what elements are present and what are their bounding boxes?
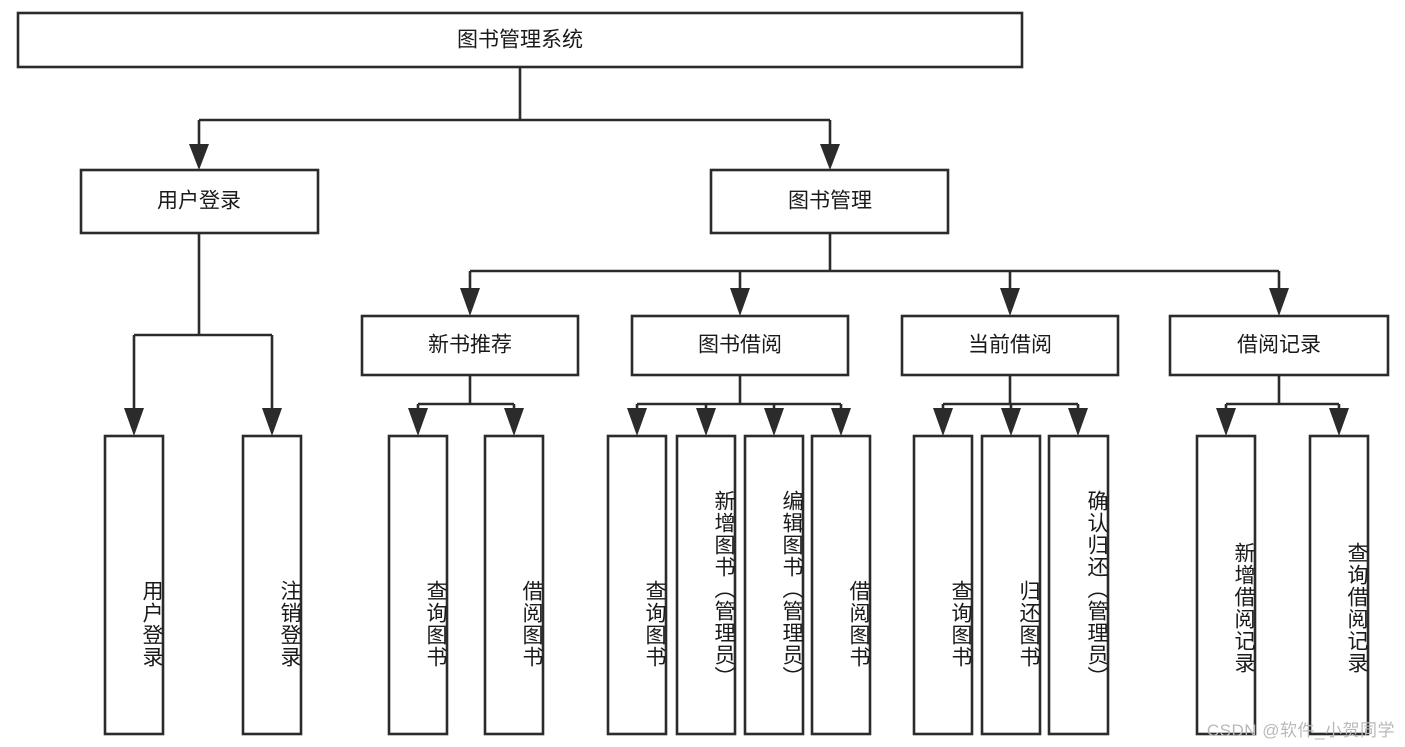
node-book-borrow-label: 图书借阅: [698, 334, 782, 357]
arrow-head-leaf-user-login: [124, 408, 144, 436]
node-borrow-record[interactable]: [1168, 314, 1390, 377]
node-root[interactable]: [16, 11, 1024, 69]
node-user-login[interactable]: [79, 168, 320, 235]
arrow-head-leaf-query-book-1: [408, 408, 428, 436]
connector-group-book-management: [460, 233, 1289, 316]
leaf-box-add-record[interactable]: [1195, 434, 1257, 736]
leaf-box-user-login[interactable]: [103, 434, 165, 736]
arrow-head-leaf-borrow-book-1: [504, 408, 524, 436]
leaf-box-borrow-book-1[interactable]: [483, 434, 545, 736]
arrow-head-leaf-logout: [262, 408, 282, 436]
connector-group-new-book-recommend: [408, 375, 524, 436]
arrow-head-new-book-recommend: [460, 288, 480, 316]
node-book-borrow[interactable]: [630, 314, 850, 377]
arrow-head-book-borrow: [730, 288, 750, 316]
node-new-book-recommend-label: 新书推荐: [428, 334, 512, 357]
arrow-head-leaf-add-book: [696, 408, 716, 436]
leaf-box-query-book-1[interactable]: [387, 434, 449, 736]
leaf-box-confirm-return[interactable]: [1047, 434, 1110, 736]
leaf-box-query-book-2[interactable]: [606, 434, 668, 736]
leaf-box-add-book[interactable]: [675, 434, 737, 736]
connector-group-user-login: [124, 233, 282, 436]
arrow-head-leaf-add-record: [1216, 408, 1236, 436]
node-root-label: 图书管理系统: [457, 29, 583, 52]
arrow-head-borrow-record: [1269, 288, 1289, 316]
connector-group-current-borrow: [933, 375, 1088, 436]
connector-group-book-borrow: [627, 375, 851, 436]
connector-group-borrow-record: [1216, 375, 1349, 436]
leaf-box-return-book[interactable]: [980, 434, 1042, 736]
arrow-head-leaf-borrow-book-2: [831, 408, 851, 436]
node-book-management-label: 图书管理: [788, 190, 872, 213]
leaf-box-query-record[interactable]: [1308, 434, 1370, 736]
node-current-borrow-label: 当前借阅: [968, 334, 1052, 357]
leaf-box-query-book-3[interactable]: [912, 434, 974, 736]
node-book-management[interactable]: [709, 168, 950, 235]
arrow-head-leaf-query-book-3: [933, 408, 953, 436]
connector-group-root: [189, 67, 840, 170]
watermark-label: CSDN @软件_小贺同学: [1206, 721, 1395, 740]
arrow-head-user-login: [189, 144, 209, 170]
arrow-head-leaf-query-record: [1329, 408, 1349, 436]
arrow-head-leaf-query-book-2: [627, 408, 647, 436]
leaf-box-logout[interactable]: [241, 434, 303, 736]
arrow-head-book-management: [820, 144, 840, 170]
leaf-box-edit-book[interactable]: [743, 434, 805, 736]
arrow-head-leaf-confirm-return: [1068, 408, 1088, 436]
node-current-borrow[interactable]: [900, 314, 1120, 377]
arrow-head-leaf-edit-book: [764, 408, 784, 436]
node-new-book-recommend[interactable]: [360, 314, 580, 377]
arrow-head-current-borrow: [1000, 288, 1020, 316]
arrow-head-leaf-return-book: [1001, 408, 1021, 436]
node-borrow-record-label: 借阅记录: [1237, 334, 1321, 357]
leaf-box-borrow-book-2[interactable]: [810, 434, 872, 736]
node-user-login-label: 用户登录: [157, 190, 241, 213]
